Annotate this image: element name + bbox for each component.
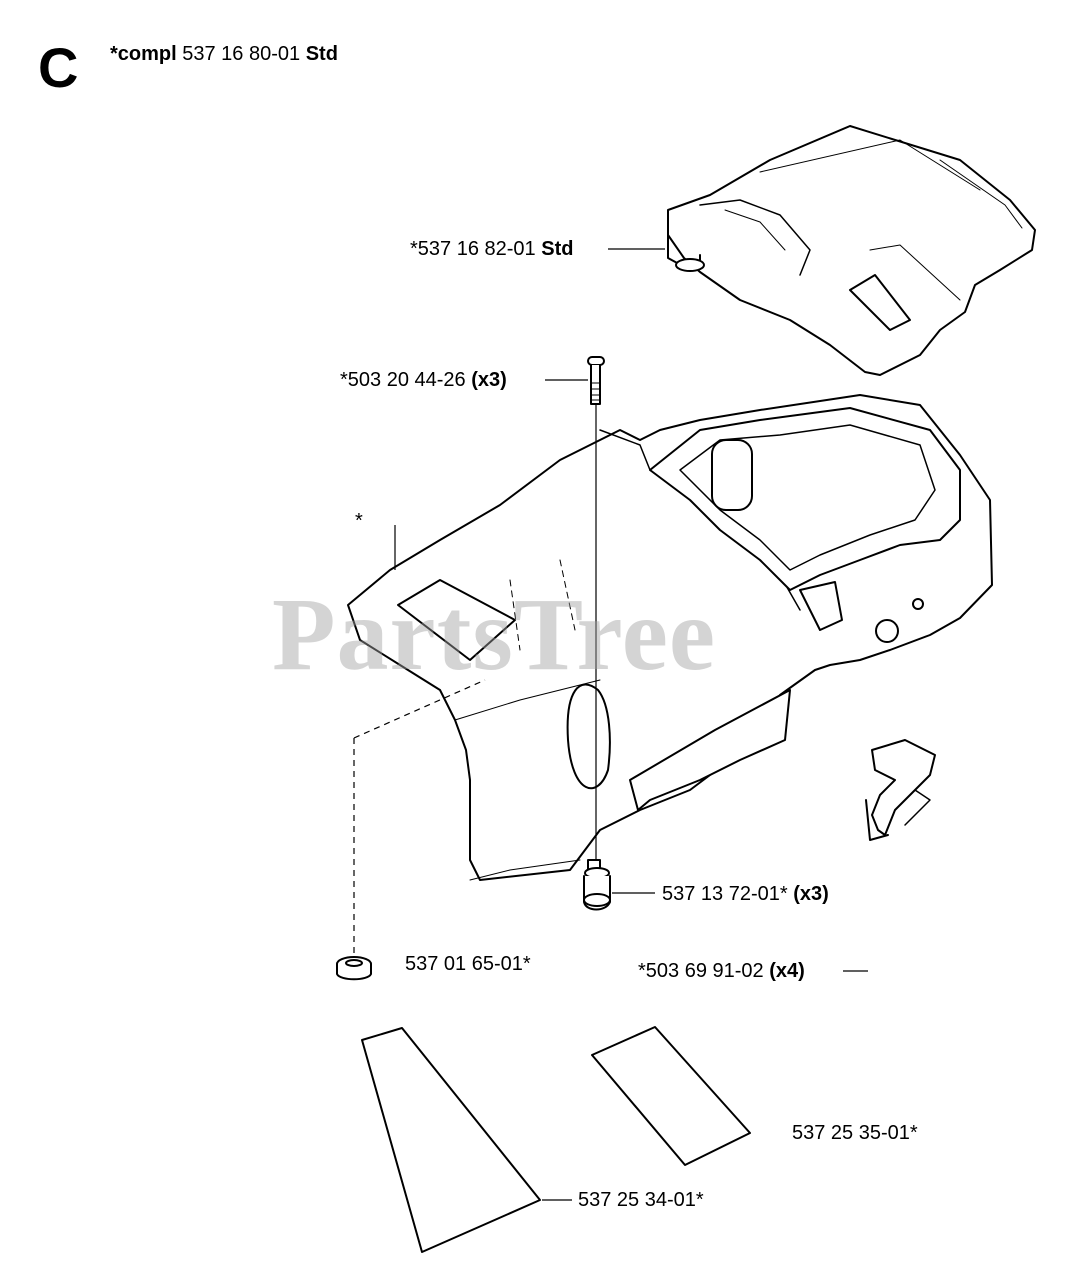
label-decal-trapezoid: 537 25 34-01* xyxy=(578,1189,704,1211)
label-screw-x4: *503 69 91-02 (x4) xyxy=(638,960,805,982)
screw-part xyxy=(587,356,605,405)
section-letter: C xyxy=(38,36,79,99)
screw-quantity: (x3) xyxy=(471,369,507,391)
label-sleeve: 537 13 72-01* (x3) xyxy=(662,883,829,905)
top-cover-suffix: Std xyxy=(541,238,574,260)
main-housing-part xyxy=(347,394,993,881)
label-top-cover: *537 16 82-01 Std xyxy=(410,238,573,260)
top-cover-part xyxy=(667,125,1036,376)
leader-grommet-diagonal xyxy=(353,679,486,739)
sleeve-quantity: (x3) xyxy=(793,883,829,905)
top-cover-part-number: *537 16 82-01 xyxy=(410,238,536,260)
label-asterisk: * xyxy=(355,510,363,532)
label-decal-rect: 537 25 35-01* xyxy=(792,1122,918,1144)
screw-x4-quantity: (x4) xyxy=(769,960,805,982)
screw-x4-part-number: *503 69 91-02 xyxy=(638,960,764,982)
watermark: PartsTree xyxy=(272,577,717,692)
decal-trapezoid-part xyxy=(361,1027,541,1253)
label-screw: *503 20 44-26 (x3) xyxy=(340,369,507,391)
sleeve-part-number: 537 13 72-01* xyxy=(662,883,788,905)
header-prefix: *compl xyxy=(110,43,177,65)
header-suffix: Std xyxy=(305,43,338,65)
rubber-grommet-part xyxy=(336,956,372,981)
header-part-number: 537 16 80-01 xyxy=(182,43,301,65)
screw-part-number: *503 20 44-26 xyxy=(340,369,466,391)
label-rubber-grommet: 537 01 65-01* xyxy=(405,953,531,975)
rubber-grommet-part-number: 537 01 65-01* xyxy=(405,953,531,975)
decal-rect-part-number: 537 25 35-01* xyxy=(792,1122,918,1144)
decal-rectangle-part xyxy=(591,1026,751,1166)
sleeve-part xyxy=(583,859,611,911)
header-label: *compl 537 16 80-01 Std xyxy=(110,43,338,65)
decal-trapezoid-part-number: 537 25 34-01* xyxy=(578,1189,704,1211)
clip-part xyxy=(865,739,936,841)
